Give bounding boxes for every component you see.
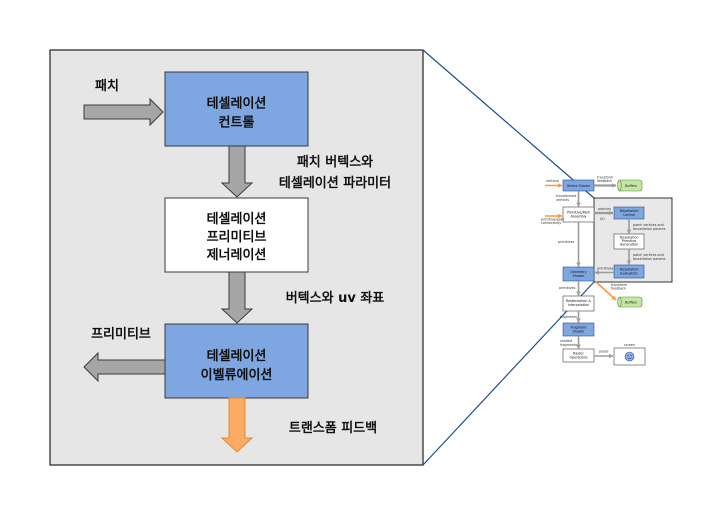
thumb-tess-generation-a: Tessellation — [618, 236, 638, 240]
control-to-generation-arrow — [220, 145, 254, 198]
thumb-vertex-shader-label: Vertex Shader — [567, 184, 591, 188]
thumb-patch-params-1b: tessellation params — [633, 227, 666, 231]
thumb-fragment-shader-a: Fragment — [571, 326, 587, 330]
thumb-fragment-shader-b: Shader — [573, 330, 585, 334]
pipeline-thumbnail: vertices Vertex Shader transform feedbac… — [541, 176, 673, 366]
thumb-vertices-label: vertices — [546, 179, 559, 183]
thumb-geometry-shader-a: Geometry — [570, 270, 586, 274]
thumb-shaded-fragments-b: fragments — [560, 343, 577, 347]
patch-input-arrow — [83, 97, 164, 127]
control-to-generation-label-line1: 패치 버텍스와 — [297, 154, 373, 170]
tessellation-primitive-generation-box — [164, 197, 309, 273]
thumb-patches-label: patches — [598, 207, 611, 211]
thumb-shaded-fragments-a: shaded — [560, 339, 572, 343]
zoom-connector-top — [422, 49, 595, 199]
generation-to-evaluation-label: 버텍스와 uv 좌표 — [286, 290, 385, 306]
evaluation-label-line1: 테셀레이션 — [207, 348, 267, 364]
thumb-geometry-shader-b: Shader — [573, 274, 585, 278]
thumb-primitives-label-3: primitives — [559, 286, 576, 290]
zoom-connector-bottom — [422, 281, 595, 466]
transform-feedback-arrow — [220, 397, 254, 453]
thumb-screen-label: screen — [624, 343, 635, 347]
thumb-primitives-label-1: primitives — [597, 267, 614, 271]
thumb-primitives-label-2: primitives — [558, 240, 575, 244]
thumb-buffers-2-label: Buffers — [625, 300, 637, 304]
thumb-pixels-label: pixels — [599, 350, 609, 354]
tessellation-control-label-line2: 컨트롤 — [219, 115, 255, 131]
thumb-tess-control-a: Tessellation — [618, 209, 638, 213]
thumb-feedback-label-1b: feedback — [597, 179, 612, 183]
thumb-transformed-vertices-a: transformed — [556, 194, 576, 198]
tessellation-control-label-line1: 테셀레이션 — [207, 96, 267, 112]
evaluation-label-line2: 이벨류에이션 — [201, 367, 273, 383]
thumb-feedback-label-1a: transform — [597, 176, 613, 180]
thumb-tess-evaluation-a: Tessellation — [618, 268, 638, 272]
thumb-fragments-label: fragments — [560, 315, 577, 319]
thumb-primitive-assembly-b: Assembly — [571, 215, 587, 219]
thumb-raster-operations-a: Raster — [573, 352, 584, 356]
thumb-buffers-1-label: Buffers — [625, 184, 637, 188]
thumb-raster-operations-b: Operations — [569, 356, 587, 360]
generation-label-line2: 프리미티브 — [207, 229, 267, 245]
thumb-feedback-label-2a: transform — [611, 283, 627, 287]
thumb-tess-evaluation-b: Evaluation — [620, 272, 637, 276]
thumb-tess-generation-b: Primitive — [622, 239, 637, 243]
thumb-tess-generation-c: Generation — [620, 243, 638, 247]
control-to-generation-label-line2: 테셀레이션 파라미터 — [279, 175, 391, 191]
thumb-tess-evaluation-box — [613, 264, 645, 279]
thumb-tess-control-b: Control — [623, 213, 635, 217]
patch-input-label: 패치 — [95, 78, 119, 94]
transform-feedback-label: 트랜스폼 피드백 — [289, 420, 377, 436]
thumb-rasterization-a: Rasterization & — [566, 299, 592, 303]
thumb-patch-params-2a: patch vertices and — [633, 253, 664, 257]
smiley-face-icon — [624, 351, 635, 362]
tessellation-control-box — [164, 71, 309, 147]
thumb-buffers-2-cap — [617, 296, 622, 308]
thumb-buffers-2: Buffers — [617, 296, 643, 308]
thumb-buffers-1: Buffers — [617, 179, 643, 192]
thumb-buffers-1-cap — [617, 179, 622, 192]
thumb-feedback-label-2b: feedback — [611, 287, 626, 291]
thumb-connectivity-b: connectivity — [541, 221, 561, 225]
thumb-patch-params-1a: patch vertices and — [633, 223, 664, 227]
thumb-io-label: I/O — [600, 217, 605, 221]
thumb-gs-feedback-arrow — [595, 281, 617, 301]
primitive-output-label: 프리미티브 — [91, 326, 151, 342]
thumb-primitive-assembly-a: Primitive/Path — [567, 211, 590, 215]
generation-label-line3: 제너레이션 — [207, 247, 267, 263]
thumb-connectivity-a: primitive/path — [541, 218, 564, 222]
generation-to-evaluation-arrow — [220, 271, 254, 324]
thumb-rasterization-b: Interpolation — [568, 303, 589, 307]
generation-label-line1: 테셀레이션 — [207, 211, 267, 227]
primitive-output-arrow — [83, 351, 166, 383]
thumb-patch-params-2b: tessellation params — [633, 257, 666, 261]
thumb-transformed-vertices-b: vertices — [556, 198, 569, 202]
